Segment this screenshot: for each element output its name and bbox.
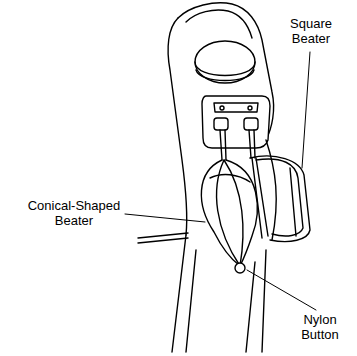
part-label: Square Beater: [282, 16, 340, 46]
part-label: Nylon Button: [292, 312, 348, 342]
part-label: Conical-Shaped Beater: [22, 198, 126, 228]
